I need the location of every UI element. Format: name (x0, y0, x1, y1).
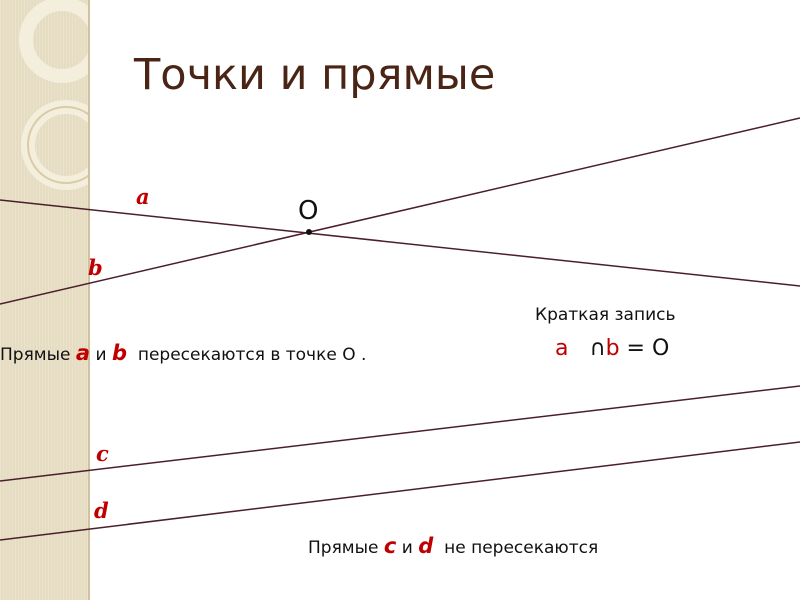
statement-ab-prefix: Прямые (0, 345, 71, 365)
note-a: a (555, 336, 569, 361)
intersection-symbol: ∩ (589, 336, 606, 361)
decorative-strip (0, 0, 111, 600)
label-point-o: O (298, 196, 319, 226)
statement-ab-rest: пересекаются в точке О . (137, 345, 367, 365)
line-c (0, 385, 800, 482)
label-line-c: c (96, 441, 109, 466)
strip-edge (88, 0, 90, 600)
statement-cd-c: c (383, 534, 397, 558)
line-a (0, 199, 800, 287)
statement-ab-a: a (75, 341, 91, 365)
note-label: Краткая запись (535, 305, 676, 325)
label-line-a: a (136, 184, 150, 209)
statement-cd: Прямые c и d не пересекаются (308, 534, 598, 558)
slide-title: Точки и прямые (134, 50, 496, 100)
statement-ab-b: b (111, 341, 128, 365)
point-o (306, 229, 312, 235)
note-b: b (605, 336, 620, 361)
line-d (0, 441, 800, 541)
statement-cd-rest: не пересекаются (444, 538, 599, 558)
note-eq: = О (626, 336, 670, 361)
label-line-d: d (94, 498, 109, 523)
statement-ab-and: и (95, 345, 107, 365)
statement-ab: Прямые a и b пересекаются в точке О . (0, 341, 366, 365)
line-b (0, 117, 800, 305)
note-notation: a ∩b = О (555, 336, 669, 361)
statement-cd-d: d (418, 534, 434, 558)
label-line-b: b (88, 255, 103, 280)
statement-cd-prefix: Прямые (308, 538, 379, 558)
statement-cd-and: и (401, 538, 413, 558)
